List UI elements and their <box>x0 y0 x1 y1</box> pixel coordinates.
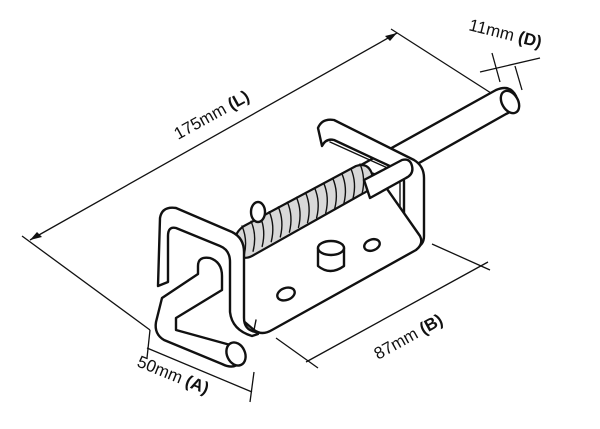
base-plate-edge <box>253 249 417 331</box>
spring-coil <box>359 163 365 195</box>
spring-coil <box>250 220 256 252</box>
handle-extension-left <box>146 329 151 359</box>
spring-coil <box>322 182 328 214</box>
handle-bend <box>154 256 244 368</box>
width-dimension-line <box>305 261 489 363</box>
mounting-hole-right <box>363 237 381 253</box>
spring-coil <box>295 196 301 229</box>
front-plate <box>156 206 260 338</box>
diameter-tick-right <box>514 65 523 91</box>
pin-end <box>499 89 521 115</box>
spring-coil <box>268 210 274 243</box>
spring-coil <box>341 172 347 205</box>
spring-coil <box>350 168 356 200</box>
spring-coil <box>313 187 319 219</box>
diameter-tick-left <box>491 52 501 83</box>
rear-stop-pin <box>249 200 267 224</box>
spring-coil <box>332 177 338 210</box>
dimension-line-length <box>29 32 398 241</box>
spring <box>233 158 414 259</box>
front-plate-inner-edge <box>167 227 221 283</box>
front-bracket <box>156 206 260 338</box>
diameter-line <box>479 57 541 73</box>
spring-coil <box>304 191 310 224</box>
mounting-hole-left <box>276 286 296 302</box>
dimension-diameter: 11mm (D) <box>467 15 544 91</box>
extension-line-left <box>21 235 151 331</box>
knob-top <box>316 239 346 257</box>
width-extension-left <box>275 337 319 369</box>
spring-coil <box>286 201 292 233</box>
pin-inner-section <box>362 158 414 200</box>
handle-end <box>225 341 247 367</box>
label-diameter: 11mm (D) <box>467 15 544 51</box>
locking-knob <box>249 200 346 273</box>
label-length: 175mm (L) <box>171 87 253 144</box>
spring-coil <box>277 206 283 238</box>
l-handle <box>154 256 247 368</box>
arrow-right <box>385 33 397 41</box>
handle-extension-right <box>249 371 255 403</box>
arrow-left <box>30 232 42 240</box>
extension-line-right <box>390 28 506 103</box>
handle-dimension-line <box>146 347 253 393</box>
label-width: 87mm (B) <box>371 310 446 363</box>
